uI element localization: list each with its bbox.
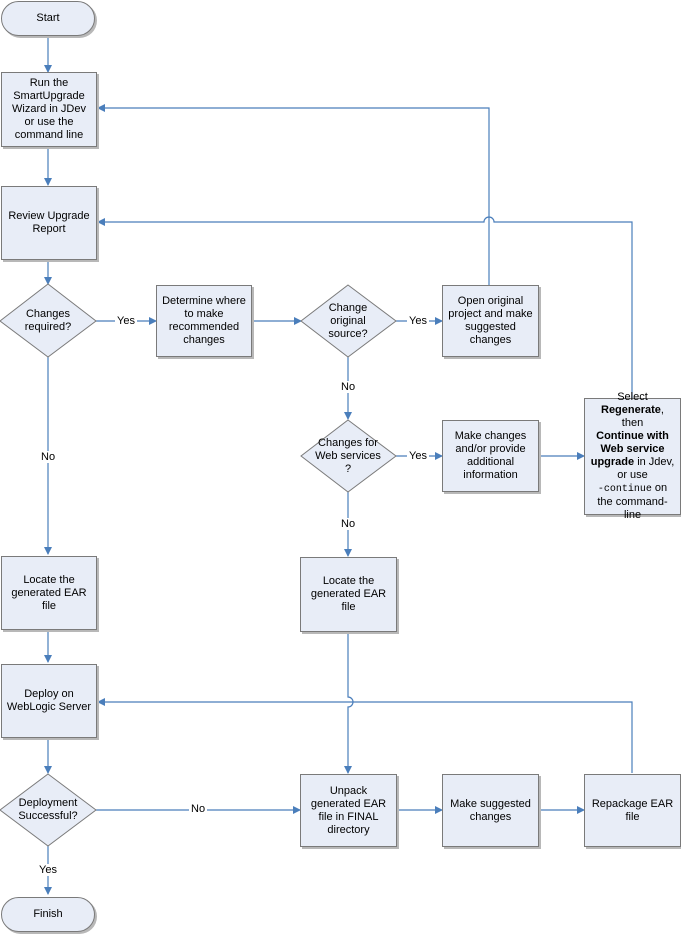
- edge-label-no-web: No: [339, 518, 358, 530]
- run-wizard-node: Run the SmartUpgrade Wizard in JDev or u…: [1, 72, 97, 147]
- make-changes-provide-node: Make changes and/or provide additional i…: [442, 420, 539, 492]
- change-source-label: Change original source?: [328, 302, 368, 340]
- edge-select-to-review: [97, 216, 633, 398]
- edge-open-to-run: [97, 104, 490, 285]
- edge-label-no-source: No: [339, 381, 358, 393]
- finish-label: Finish: [33, 908, 63, 920]
- edge-label-yes-changes: Yes: [115, 315, 137, 327]
- web-services-label: Changes for Web services ?: [315, 437, 381, 475]
- select-regenerate-t7: on the command-line: [597, 482, 668, 521]
- determine-where-label: Determine where to make recommended chan…: [162, 295, 246, 346]
- repackage-node: Repackage EAR file: [584, 774, 681, 847]
- locate-ear-mid-label: Locate the generated EAR file: [310, 575, 387, 613]
- decision-web-services-shape: [300, 419, 397, 493]
- locate-ear-left-label: Locate the generated EAR file: [11, 573, 87, 612]
- review-report-node: Review Upgrade Report: [1, 186, 97, 260]
- select-regenerate-t4: Continue with Web service upgrade: [590, 430, 669, 468]
- edge-label-yes-source: Yes: [407, 315, 429, 327]
- start-label: Start: [36, 12, 60, 24]
- locate-ear-mid-node: Locate the generated EAR file: [300, 557, 397, 632]
- open-original-node: Open original project and make suggested…: [442, 285, 539, 357]
- run-wizard-label: Run the SmartUpgrade Wizard in JDev or u…: [12, 77, 86, 141]
- select-regenerate-t2: Regenerate: [601, 404, 661, 416]
- determine-where-node: Determine where to make recommended chan…: [156, 285, 252, 357]
- start-node: Start: [1, 1, 95, 36]
- edge-repackage-to-deploy: [97, 698, 633, 773]
- edge-label-no-changes: No: [39, 451, 58, 463]
- edge-label-yes-deployment: Yes: [37, 864, 59, 876]
- decision-deployment-shape: [0, 773, 97, 847]
- select-regenerate-t1: Select: [617, 391, 648, 403]
- select-regenerate-t3: , then: [621, 404, 664, 429]
- finish-node: Finish: [1, 897, 95, 932]
- select-regenerate-text: Select Regenerate, then Continue with We…: [589, 391, 676, 522]
- repackage-label: Repackage EAR file: [591, 797, 674, 823]
- edge-label-yes-web: Yes: [407, 450, 429, 462]
- review-report-label: Review Upgrade Report: [8, 210, 90, 235]
- unpack-node: Unpack generated EAR file in FINAL direc…: [300, 774, 397, 847]
- unpack-label: Unpack generated EAR file in FINAL direc…: [310, 784, 387, 836]
- locate-ear-left-node: Locate the generated EAR file: [1, 556, 97, 630]
- decision-changes-required-shape: [0, 283, 97, 358]
- make-suggested-node: Make suggested changes: [442, 774, 539, 847]
- select-regenerate-t6: -continue: [597, 484, 652, 495]
- make-suggested-label: Make suggested changes: [450, 797, 531, 823]
- select-regenerate-node: Select Regenerate, then Continue with We…: [584, 391, 681, 521]
- open-original-label: Open original project and make suggested…: [448, 295, 533, 346]
- select-regenerate-t5: in Jdev, or use: [617, 456, 675, 481]
- changes-required-label: Changes required?: [24, 308, 72, 333]
- deploy-label: Deploy on WebLogic Server: [6, 688, 92, 713]
- make-changes-provide-label: Make changes and/or provide additional i…: [454, 430, 527, 481]
- deployment-successful-label: Deployment Successful?: [18, 797, 78, 822]
- edge-label-no-deployment: No: [189, 803, 208, 815]
- decision-change-source-shape: [300, 284, 397, 358]
- deploy-node: Deploy on WebLogic Server: [1, 664, 97, 738]
